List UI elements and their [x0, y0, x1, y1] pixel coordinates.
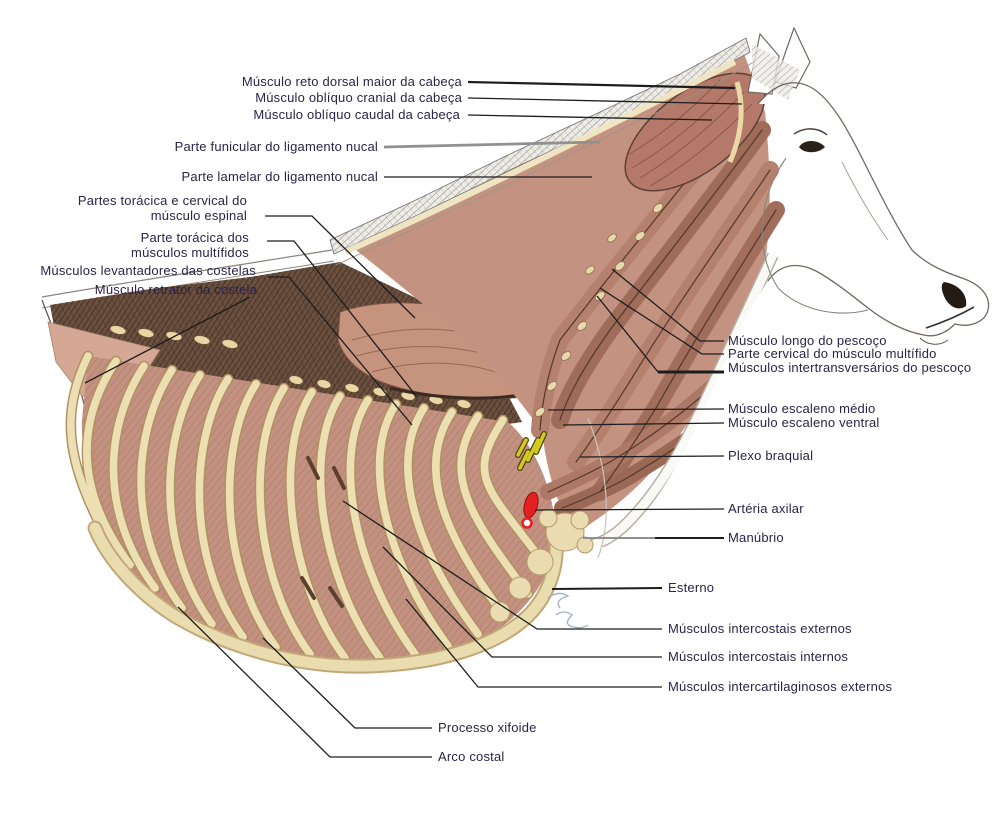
- label-musculos-levantadores-das-costelas: Músculos levantadores das costelas: [40, 263, 256, 278]
- label-parte-lamelar-ligamento-nucal: Parte lamelar do ligamento nucal: [181, 169, 378, 184]
- label-musculos-intercostais-internos: Músculos intercostais internos: [668, 649, 849, 664]
- vertebral-spots: [109, 325, 472, 409]
- label-musculo-escaleno-medio: Músculo escaleno médio: [728, 401, 876, 416]
- label-parte-funicular-ligamento-nucal: Parte funicular do ligamento nucal: [174, 139, 378, 154]
- label-arteria-axilar: Artéria axilar: [728, 501, 804, 516]
- label-musculo-escaleno-ventral: Músculo escaleno ventral: [728, 415, 880, 430]
- neck-muscles: [356, 48, 785, 532]
- mane: [329, 37, 753, 266]
- label-plexo-braquial: Plexo braquial: [728, 448, 814, 463]
- label-musculo-reto-dorsal-maior-da-cabeca: Músculo reto dorsal maior da cabeça: [241, 74, 462, 89]
- nostril-icon: [941, 282, 967, 309]
- brachial-plexus: [515, 431, 547, 471]
- leader-lines: [84, 80, 743, 758]
- nuchal-ligament-funicular: [343, 59, 737, 255]
- label-musculos-intercostais-externos: Músculos intercostais externos: [668, 621, 852, 636]
- label-musculo-retrator-da-costela: Músculo retrator da costela: [94, 282, 257, 297]
- label-musculo-obliquo-caudal-da-cabeca: Músculo oblíquo caudal da cabeça: [253, 107, 460, 122]
- label-manubrio: Manúbrio: [728, 530, 784, 545]
- eye-icon: [799, 141, 825, 153]
- label-parte-cervical-musculo-multifido: Parte cervical do músculo multífido: [728, 346, 937, 361]
- label-musculo-obliquo-cranial-da-cabeca: Músculo oblíquo cranial da cabeça: [255, 90, 462, 105]
- horse-head: [576, 26, 990, 561]
- label-processo-xifoide: Processo xifoide: [438, 720, 537, 735]
- label-parte-toracica-musculos-multifidos: Parte torácica dos músculos multífidos: [131, 230, 249, 260]
- axillary-artery: [521, 491, 539, 529]
- label-partes-toracica-cervical-musculo-espinal: Partes torácica e cervical do músculo es…: [77, 193, 247, 223]
- label-esterno: Esterno: [668, 580, 715, 595]
- ribcage: [65, 325, 564, 674]
- label-musculos-intertransversarios-pescoco: Músculos intertransversários do pescoço: [728, 360, 972, 375]
- mouth-line: [925, 306, 975, 329]
- signature: [547, 592, 589, 629]
- sternum: [489, 508, 594, 623]
- label-arco-costal: Arco costal: [438, 749, 505, 764]
- label-musculos-intercartilaginosos-externos: Músculos intercartilaginosos externos: [668, 679, 893, 694]
- label-musculo-longo-do-pescoco: Músculo longo do pescoço: [728, 333, 887, 348]
- ribs: [65, 350, 552, 664]
